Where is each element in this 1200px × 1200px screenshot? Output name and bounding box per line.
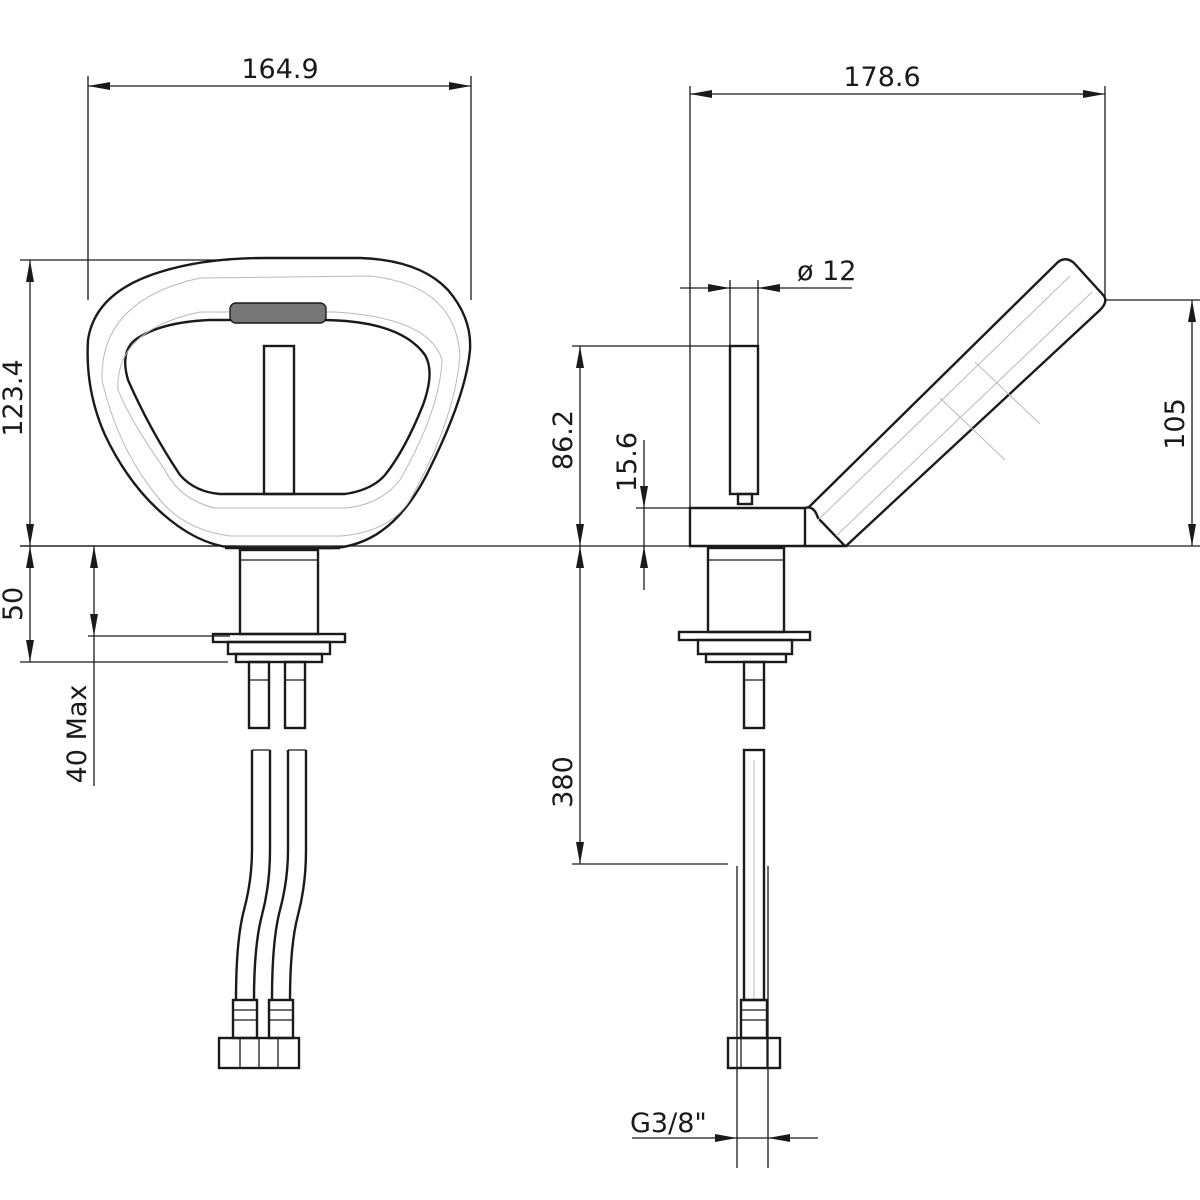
side-stem <box>715 344 770 509</box>
ring-construction-inner <box>117 311 443 509</box>
front-height-label: 123.4 <box>0 359 29 436</box>
side-thread-label: G3/8" <box>630 1108 707 1139</box>
side-base-column <box>677 546 812 664</box>
side-lever-height-dimension: 105 <box>800 299 1200 547</box>
side-view: 178.6 ø 12 86.2 15.6 <box>20 62 1200 1168</box>
spout-ring-inner <box>124 318 431 496</box>
front-nuts <box>217 1036 301 1070</box>
front-max-dimension: 40 Max <box>62 546 230 786</box>
front-stem <box>262 344 296 496</box>
side-lever <box>807 258 1107 547</box>
front-hoses-top <box>247 660 307 730</box>
sensor-window <box>229 302 327 324</box>
front-hoses-bottom <box>231 749 308 1040</box>
front-width-label: 164.9 <box>241 54 318 85</box>
side-base-height-dimension: 15.6 <box>612 432 694 590</box>
side-diameter-label: ø 12 <box>797 256 856 287</box>
side-thread-dimension: G3/8" <box>630 866 818 1168</box>
side-stem-height-label: 86.2 <box>548 410 579 470</box>
front-width-dimension: 164.9 <box>87 54 472 300</box>
ring-construction-outer <box>101 275 461 537</box>
side-hose-length-dimension: 380 <box>548 546 728 865</box>
front-view: 164.9 123.4 50 40 Max <box>0 54 472 1070</box>
side-depth-label: 178.6 <box>843 62 920 93</box>
side-hose-length-label: 380 <box>548 756 579 808</box>
side-hose <box>726 660 782 1070</box>
side-stem-height-dimension: 86.2 <box>548 345 730 546</box>
spout-ring-outer <box>86 256 472 550</box>
front-height-dimension: 123.4 <box>0 259 240 547</box>
side-diameter-dimension: ø 12 <box>680 256 856 346</box>
side-depth-dimension: 178.6 <box>689 62 1106 546</box>
front-max-label: 40 Max <box>62 685 93 784</box>
front-base <box>211 546 347 664</box>
side-base-height-label: 15.6 <box>612 432 643 492</box>
front-base-label: 50 <box>0 587 29 621</box>
side-lever-height-label: 105 <box>1160 398 1191 450</box>
front-base-dimension: 50 <box>0 546 228 663</box>
side-base-block <box>688 506 848 548</box>
